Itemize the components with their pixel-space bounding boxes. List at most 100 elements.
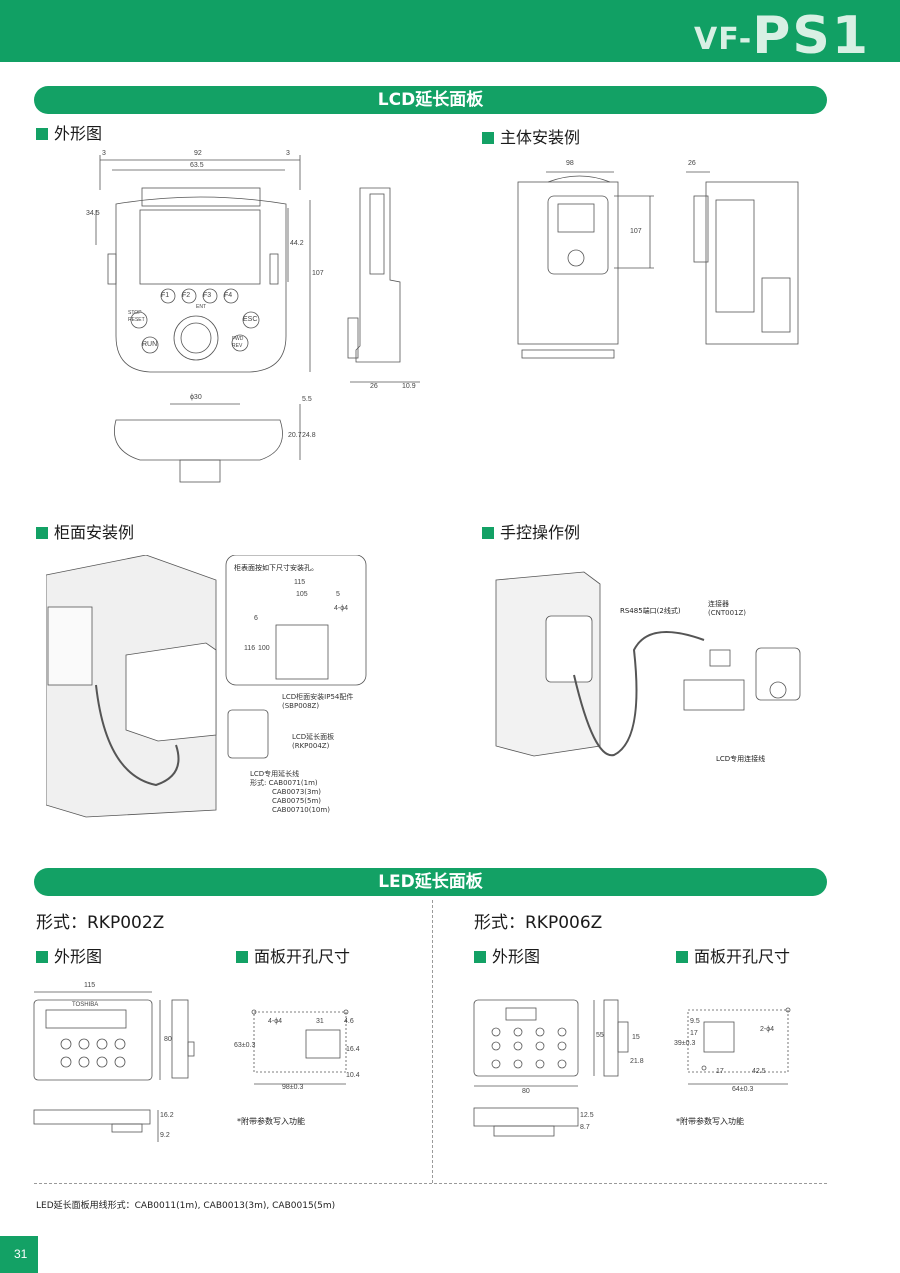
hole-dim-116: 116 — [244, 645, 256, 652]
rkp006z-outline-drawing: 55 80 15 21.8 8.7 12.5 — [472, 996, 652, 1156]
dim-44-2: 44.2 — [290, 240, 304, 247]
cutout2-dim-17: 17 — [690, 1030, 698, 1037]
key-f1: F1 — [161, 292, 170, 299]
cable-label: LCD专用延长线 形式: CAB0071(1m) CAB0073(3m) CAB… — [250, 770, 330, 815]
lcd-cable-label: LCD专用连接线 — [716, 755, 766, 763]
rkp006z-cutout-drawing: 9.5 17 39±0.3 2-ϕ4 17 42.5 64±0.3 — [674, 1006, 804, 1096]
brand-logo: VF-PS1 — [694, 6, 870, 66]
key-run: RUN — [142, 341, 158, 348]
page-number-box — [0, 1236, 38, 1273]
cutout-dim-4-phi4: 4-ϕ4 — [268, 1018, 283, 1025]
panel-label: LCD延长面板 (RKP004Z) — [292, 733, 334, 751]
key-stop-reset: STOP RESET — [128, 310, 145, 323]
key-esc: ESC — [243, 316, 258, 323]
rkp006z-dim-21-8: 21.8 — [630, 1058, 644, 1065]
manual-title: 手控操作例 — [482, 519, 580, 543]
dim-26-body: 26 — [688, 160, 696, 167]
body-mount-drawing: 98 107 26 — [510, 160, 810, 360]
cutout2-dim-2-phi4: 2-ϕ4 — [760, 1026, 775, 1033]
connector-label: 连接器 (CNT001Z) — [708, 600, 746, 618]
rkp002z-dim-16-2: 16.2 — [160, 1112, 174, 1119]
cutout2-dim-42-5: 42.5 — [752, 1068, 766, 1075]
dim-92: 92 — [194, 150, 202, 157]
connector-label-line1: 连接器 — [708, 600, 729, 608]
lcd-outline-title: 外形图 — [36, 120, 102, 144]
cutout-dim-16-4: 16.4 — [346, 1046, 360, 1053]
rkp002z-cutout-title: 面板开孔尺寸 — [236, 943, 350, 967]
lcd-body-mount-title: 主体安装例 — [482, 124, 580, 148]
cable-item: CAB0073(3m) — [272, 788, 322, 796]
dim-20-7: 20.7 — [288, 432, 302, 439]
cable-prefix: 形式: — [250, 779, 267, 787]
hole-dim-6: 6 — [254, 615, 258, 622]
panel-label-line1: LCD延长面板 — [292, 733, 335, 741]
manual-operation-drawing: RS485端口(2线式) 连接器 (CNT001Z) LCD专用连接线 — [474, 560, 814, 790]
cable-item: CAB0071(1m) — [268, 779, 318, 787]
cabinet-mount-drawing: 柜表面按如下尺寸安装孔。 115 105 5 4-ϕ4 6 116 100 LC… — [46, 555, 376, 825]
hole-dim-105: 105 — [296, 591, 308, 598]
cutout2-dim-64: 64±0.3 — [732, 1086, 754, 1093]
rkp006z-dim-80: 80 — [522, 1088, 530, 1095]
cutout-dim-31: 31 — [316, 1018, 324, 1025]
dim-phi30: ϕ30 — [190, 394, 202, 401]
rkp002z-dim-115: 115 — [84, 982, 96, 989]
brand-prefix: VF- — [694, 22, 753, 57]
lcd-banner: LCD延长面板 — [34, 86, 827, 114]
hole-dim-100: 100 — [258, 645, 270, 652]
rkp006z-dim-15: 15 — [632, 1034, 640, 1041]
rkp006z-note: *附带参数写入功能 — [676, 1117, 744, 1126]
column-divider — [432, 900, 433, 1183]
rkp002z-cutout-drawing: 4-ϕ4 31 4.6 63±0.3 16.4 10.4 98±0.3 — [234, 1006, 374, 1096]
rkp002z-dim-80: 80 — [164, 1036, 172, 1043]
rkp002z-note: *附带参数写入功能 — [237, 1117, 305, 1126]
cutout2-dim-9-5: 9.5 — [690, 1018, 700, 1025]
key-f2: F2 — [182, 292, 191, 299]
dim-63-5: 63.5 — [190, 162, 204, 169]
led-cable-footnote: LED延长面板用线形式：CAB0011(1m), CAB0013(3m), CA… — [36, 1201, 336, 1211]
dim-98: 98 — [566, 160, 574, 167]
cutout-dim-4-6: 4.6 — [344, 1018, 354, 1025]
cabinet-title: 柜面安装例 — [36, 519, 134, 543]
model-rkp002z: 形式：RKP002Z — [36, 913, 165, 933]
cable-label-title: LCD专用延长线 — [250, 770, 300, 778]
rkp006z-dim-8-7: 8.7 — [580, 1124, 590, 1131]
kit-label: LCD柜面安装IP54配件 (SBP008Z) — [282, 693, 353, 711]
key-fwd-rev: FWD REV — [232, 336, 244, 349]
dim-5-5: 5.5 — [302, 396, 312, 403]
hole-dim-5: 5 — [336, 591, 340, 598]
dim-107-body: 107 — [630, 228, 642, 235]
led-banner: LED延长面板 — [34, 868, 827, 896]
cable-item: CAB00710(10m) — [272, 806, 330, 814]
model-rkp006z: 形式：RKP006Z — [474, 913, 603, 933]
rkp006z-outline-title: 外形图 — [474, 943, 540, 967]
hole-dim-4-phi4: 4-ϕ4 — [334, 605, 349, 612]
dim-10-9: 10.9 — [402, 383, 416, 390]
bottom-divider — [34, 1183, 827, 1184]
hole-dim-115: 115 — [294, 579, 306, 586]
cable-list-row: 形式: CAB0071(1m) — [250, 779, 330, 788]
panel-label-line2: (RKP004Z) — [292, 742, 330, 750]
cutout-dim-63: 63±0.3 — [234, 1042, 256, 1049]
rkp002z-outline-drawing: 115 80 16.2 9.2 TOSHIBA — [32, 982, 212, 1152]
rkp006z-dim-55: 55 — [596, 1032, 604, 1039]
cutout2-dim-39: 39±0.3 — [674, 1040, 696, 1047]
dim-3-left: 3 — [102, 150, 106, 157]
key-ent: ENT — [196, 304, 206, 310]
rkp002z-dim-9-2: 9.2 — [160, 1132, 170, 1139]
header-bar: VF-PS1 — [0, 0, 900, 66]
rs485-label: RS485端口(2线式) — [620, 607, 681, 615]
hole-note: 柜表面按如下尺寸安装孔。 — [234, 564, 318, 572]
cable-item: CAB0075(5m) — [272, 797, 322, 805]
rkp006z-cutout-title: 面板开孔尺寸 — [676, 943, 790, 967]
cutout-dim-10-4: 10.4 — [346, 1072, 360, 1079]
connector-label-line2: (CNT001Z) — [708, 609, 747, 617]
dim-24-8: 24.8 — [302, 432, 316, 439]
dim-26: 26 — [370, 383, 378, 390]
key-f3: F3 — [203, 292, 212, 299]
dim-34-5: 34.5 — [86, 210, 100, 217]
kit-label-line1: LCD柜面安装IP54配件 — [282, 693, 354, 701]
page-number: 31 — [14, 1247, 28, 1261]
rkp002z-outline-title: 外形图 — [36, 943, 102, 967]
brand-model: PS1 — [752, 6, 870, 66]
cutout2-dim-17b: 17 — [716, 1068, 724, 1075]
